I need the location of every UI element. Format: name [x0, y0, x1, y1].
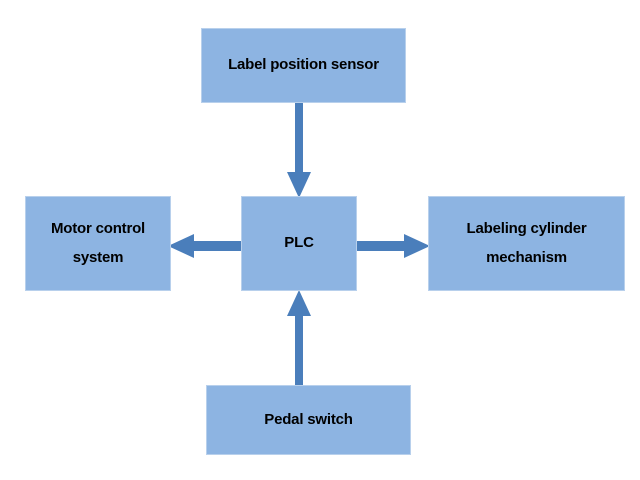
node-pedal-switch: Pedal switch	[206, 385, 411, 455]
node-label: Pedal switch	[264, 410, 353, 428]
node-label: Motor control system	[50, 220, 146, 266]
node-labeling-cylinder-mechanism: Labeling cylinder mechanism	[428, 196, 625, 291]
node-label-position-sensor: Label position sensor	[201, 28, 406, 103]
node-label: PLC	[284, 234, 314, 252]
node-plc: PLC	[241, 196, 357, 291]
node-label: Labeling cylinder mechanism	[466, 220, 587, 266]
arrow-up-icon-pedal-to-plc	[287, 290, 311, 388]
arrow-right-icon-plc-to-cylinder	[352, 234, 430, 258]
arrow-left-icon-plc-to-motor	[168, 234, 246, 258]
arrow-down-icon-sensor-to-plc	[287, 100, 311, 198]
node-label: Label position sensor	[228, 56, 379, 74]
node-motor-control-system: Motor control system	[25, 196, 171, 291]
